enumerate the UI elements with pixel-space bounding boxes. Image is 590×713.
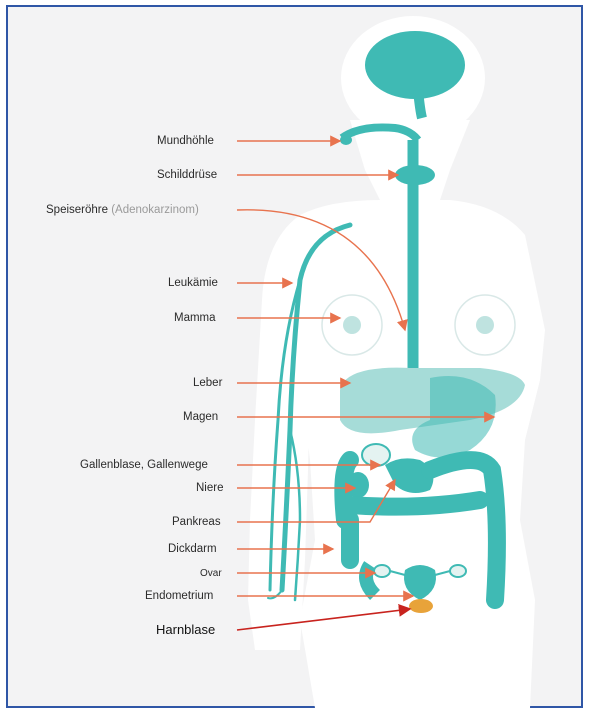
label-pankreas: Pankreas <box>172 515 221 529</box>
label-niere: Niere <box>196 481 223 495</box>
label-harnblase: Harnblase <box>156 623 215 637</box>
label-speiseroehre-sub: (Adenokarzinom) <box>111 204 199 216</box>
label-speiseroehre-main: Speiseröhre <box>46 204 108 216</box>
ovary-right <box>450 565 466 577</box>
brainstem <box>418 90 422 118</box>
label-ovar: Ovar <box>200 567 222 581</box>
label-schilddruese: Schilddrüse <box>157 168 217 182</box>
gallbladder <box>362 444 390 466</box>
brain <box>365 31 465 99</box>
label-magen: Magen <box>183 410 218 424</box>
label-speiseroehre: Speiseröhre (Adenokarzinom) <box>46 203 199 217</box>
ovary-left <box>374 565 390 577</box>
label-leber: Leber <box>193 376 222 390</box>
label-leukaemie: Leukämie <box>168 276 218 290</box>
bladder <box>409 599 433 613</box>
label-mamma: Mamma <box>174 311 216 325</box>
label-gallenblase: Gallenblase, Gallenwege <box>80 458 208 472</box>
label-endometrium: Endometrium <box>145 589 213 603</box>
label-mundhoehle: Mundhöhle <box>157 134 214 148</box>
label-dickdarm: Dickdarm <box>168 542 217 556</box>
